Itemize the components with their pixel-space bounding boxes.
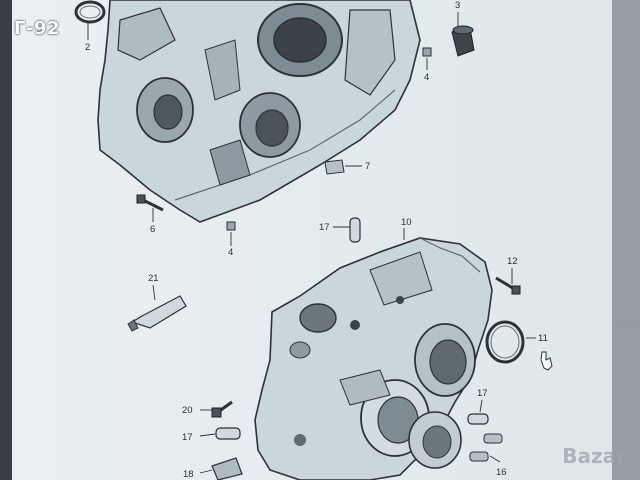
- watermark-logo: Bazar: [562, 444, 626, 468]
- callout-17: 17: [319, 222, 330, 233]
- edge-text: mu of: [614, 318, 638, 327]
- callout-17: 17: [477, 388, 488, 399]
- clutch-housing-part: [97, 0, 421, 223]
- callout-7: 7: [365, 161, 370, 172]
- callout-10: 10: [401, 217, 412, 228]
- callout-numbers: 2 3 4 4 7 6 17 10 12 21 11 17 20 17 18 1…: [85, 0, 548, 480]
- o-ring-part: [485, 320, 525, 364]
- callout-6: 6: [150, 224, 155, 235]
- magnet-part: [324, 159, 345, 175]
- callout-20: 20: [182, 405, 193, 416]
- bleed-screw-part: [469, 433, 503, 462]
- sealant-tube-part: [127, 295, 187, 332]
- bolt-part: [211, 400, 233, 418]
- bolt-part: [495, 276, 521, 295]
- callout-4: 4: [228, 247, 233, 258]
- listing-code-badge: Г-92: [14, 18, 60, 39]
- fitting-part: [211, 457, 243, 480]
- dowel-pin-part: [349, 217, 361, 243]
- callout-18: 18: [183, 469, 194, 480]
- leader-lines: [87, 12, 536, 474]
- callout-12: 12: [507, 256, 518, 267]
- dowel-pin-part: [215, 427, 241, 440]
- callout-11: 11: [538, 333, 548, 344]
- callout-3: 3: [455, 0, 460, 11]
- gearbox-housing-part: [254, 237, 493, 480]
- o-ring-part: [74, 0, 106, 24]
- shaft-seal-part: [451, 25, 475, 57]
- paper-edge: [612, 0, 640, 480]
- nut-part: [422, 47, 432, 57]
- callout-2: 2: [85, 42, 90, 53]
- callout-17: 17: [182, 432, 193, 443]
- dowel-pin-part: [467, 413, 489, 425]
- bolt-part: [136, 194, 164, 212]
- callout-4: 4: [424, 72, 429, 83]
- nut-part: [226, 221, 236, 231]
- callout-16: 16: [496, 467, 507, 478]
- callout-21: 21: [148, 273, 159, 284]
- hand-cursor-icon: [540, 351, 553, 371]
